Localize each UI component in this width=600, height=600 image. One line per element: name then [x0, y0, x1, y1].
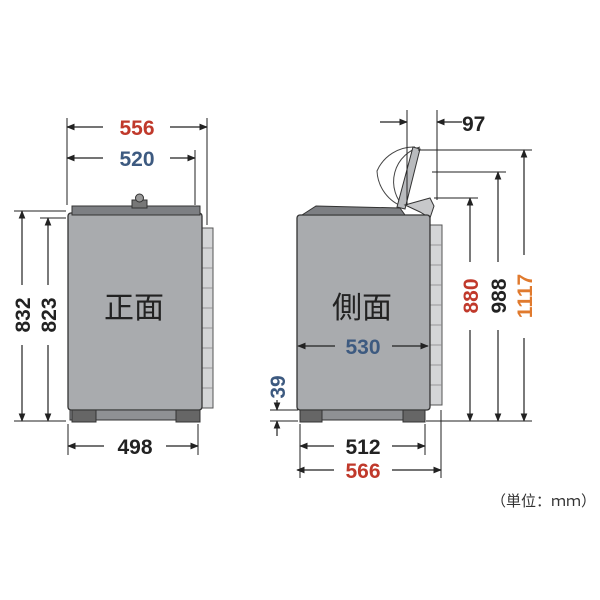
side-foot-back	[402, 409, 426, 423]
dim-556: 556	[119, 117, 154, 140]
front-foot-left	[71, 409, 97, 423]
dim-880: 880	[460, 278, 483, 313]
dim-1117: 1117	[514, 274, 537, 318]
front-dimensions: 556 520 832 823 498	[12, 117, 208, 459]
front-view-label: 正面	[104, 291, 164, 326]
dim-823: 823	[38, 297, 61, 332]
side-top-lid	[300, 205, 406, 216]
side-foot-front	[299, 409, 323, 423]
side-view-label: 側面	[332, 291, 392, 326]
dim-97: 97	[462, 113, 485, 136]
dim-530: 530	[345, 336, 380, 359]
dim-566: 566	[345, 460, 380, 483]
side-hose	[403, 197, 435, 219]
dim-39: 39	[267, 375, 290, 398]
front-knob	[135, 193, 144, 203]
dim-520: 520	[119, 148, 154, 171]
side-view: 側面	[296, 146, 443, 423]
front-foot-right	[175, 409, 201, 423]
unit-note: （単位：ｍｍ）	[491, 492, 596, 510]
dim-498: 498	[117, 436, 152, 459]
dim-832: 832	[12, 297, 35, 332]
side-open-lid	[396, 146, 421, 210]
front-view: 正面	[67, 193, 214, 423]
side-dimensions: 97 880 988 1117 530 39 512	[267, 110, 537, 483]
dim-988: 988	[488, 278, 511, 313]
dim-512: 512	[345, 436, 380, 459]
